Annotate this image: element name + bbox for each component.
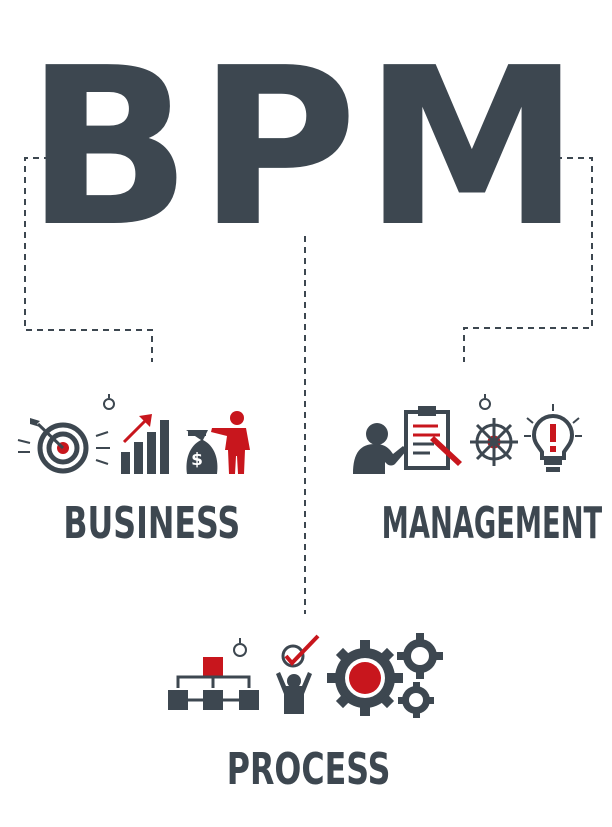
- business-label: BUSINESS: [63, 498, 241, 549]
- management-label: MANAGEMENT: [381, 498, 603, 549]
- helm-icon: [470, 418, 518, 466]
- business-icons: $: [17, 394, 250, 474]
- svg-text:$: $: [191, 450, 203, 470]
- approval-person-icon: [276, 634, 320, 714]
- connectors: [24, 157, 593, 614]
- money-bag-icon: $: [186, 430, 218, 474]
- process-icons: [168, 633, 443, 718]
- hanging-ring-icon: [479, 394, 491, 410]
- hanging-ring-icon: [103, 394, 115, 410]
- process-label: PROCESS: [226, 744, 391, 795]
- hanging-ring-icon: [233, 638, 247, 657]
- connector-business: [24, 157, 153, 362]
- target-icon: [17, 418, 110, 474]
- page-title: BPM: [25, 22, 587, 275]
- connector-management: [463, 157, 593, 362]
- growth-chart-icon: [121, 414, 169, 474]
- management-icons: [353, 394, 582, 474]
- presenter-icon: [211, 411, 250, 474]
- flowchart-icon: [168, 657, 259, 710]
- clipboard-icon: [404, 406, 462, 470]
- gears-icon: [327, 633, 443, 718]
- idea-bulb-icon: [524, 404, 582, 472]
- manager-icon: [353, 423, 407, 474]
